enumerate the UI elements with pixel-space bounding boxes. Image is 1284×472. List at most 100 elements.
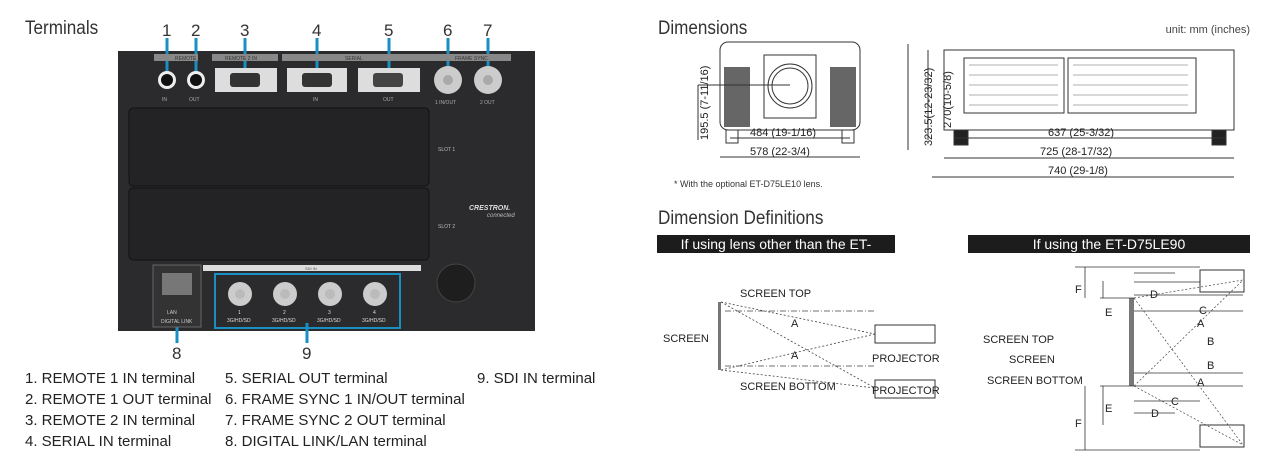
callout-9: 9: [302, 344, 312, 363]
sdi-format: 3G/HD/SD: [227, 318, 251, 324]
terminal-panel-photo: REMOTE REMOTE 2 IN SERIAL FRAME SYNC IN …: [118, 38, 535, 343]
terminals-title: Terminals: [25, 18, 99, 39]
label-e: E: [1105, 307, 1112, 319]
legend-item: 5. SERIAL OUT terminal: [225, 370, 388, 387]
callout-3: 3: [240, 21, 250, 40]
front-height: 195.5 (7-11/16): [699, 66, 711, 140]
label-screen-top: SCREEN TOP: [740, 288, 811, 300]
definitions-title: Dimension Definitions: [658, 208, 824, 229]
lan-port[interactable]: [162, 273, 192, 295]
legend-item: 1. REMOTE 1 IN terminal: [25, 370, 196, 387]
label-screen-bottom: SCREEN BOTTOM: [740, 381, 836, 393]
label-a: A: [1197, 318, 1205, 330]
sdi-num: 4: [373, 310, 376, 316]
label-screen-bottom: SCREEN BOTTOM: [987, 375, 1083, 387]
label-remote2: REMOTE 2 IN: [225, 56, 257, 62]
sdi-num: 1: [238, 310, 241, 316]
legend-item: 7. FRAME SYNC 2 OUT terminal: [225, 412, 446, 429]
security-lock-slot: [436, 263, 476, 303]
frame-sync-2-port[interactable]: [474, 66, 502, 94]
label-b: B: [1207, 360, 1214, 372]
legend-item: 2. REMOTE 1 OUT terminal: [25, 391, 212, 408]
front-width: 578 (22-3/4): [750, 146, 810, 158]
label-frame-sync: FRAME SYNC: [455, 56, 488, 62]
left-header: If using lens other than the ET-D75LE90: [657, 235, 895, 270]
label-screen: SCREEN: [1009, 354, 1055, 366]
sdi-format: 3G/HD/SD: [362, 318, 386, 324]
label-slot1: SLOT 1: [438, 147, 455, 153]
crestron-sub: connected: [487, 213, 515, 219]
callout-8: 8: [172, 344, 182, 363]
callout-6: 6: [443, 21, 453, 40]
remote-1-in-port[interactable]: [158, 71, 176, 89]
label-f: F: [1075, 284, 1082, 296]
label-d: D: [1151, 408, 1159, 420]
side-len-725: 725 (28-17/32): [1040, 146, 1112, 158]
sdi-num: 2: [283, 310, 286, 316]
legend-item: 3. REMOTE 2 IN terminal: [25, 412, 196, 429]
label-remote: REMOTE: [175, 56, 197, 62]
sdi-format: 3G/HD/SD: [272, 318, 296, 324]
callout-5: 5: [384, 21, 394, 40]
dimensions-title: Dimensions: [658, 18, 748, 39]
remote-1-out-port[interactable]: [187, 71, 205, 89]
crestron-logo: CRESTRON.: [469, 205, 510, 212]
side-len-637: 637 (25-3/32): [1048, 127, 1114, 139]
legend-item: 6. FRAME SYNC 1 IN/OUT terminal: [225, 391, 465, 408]
side-height-body: 270(10-5/8): [942, 71, 954, 128]
legend-item: 8. DIGITAL LINK/LAN terminal: [225, 433, 427, 450]
label-b: B: [1207, 336, 1214, 348]
sdi-port-1[interactable]: [228, 282, 252, 306]
label-serial: SERIAL: [345, 56, 363, 62]
left-diagram: SCREEN TOP SCREEN SCREEN BOTTOM PROJECTO…: [663, 288, 940, 399]
remote-2-in-port[interactable]: [215, 68, 277, 92]
label-fs2: 2 OUT: [480, 100, 495, 106]
label-serial-in: IN: [313, 97, 318, 103]
callout-2: 2: [191, 21, 201, 40]
front-width-inner: 484 (19-1/16): [750, 127, 816, 139]
serial-out-port[interactable]: [358, 68, 420, 92]
sdi-port-4[interactable]: [363, 282, 387, 306]
unit-label: unit: mm (inches): [1165, 24, 1250, 36]
serial-in-port[interactable]: [287, 68, 347, 92]
label-c: C: [1171, 396, 1179, 408]
label-c: C: [1199, 305, 1207, 317]
sdi-highlight: [214, 273, 401, 329]
legend-item: 9. SDI IN terminal: [477, 370, 596, 387]
label-d: D: [1150, 289, 1158, 301]
label-sdi-in: SDI IN: [305, 266, 317, 271]
slot-2-cover: [128, 187, 430, 261]
callout-1: 1: [162, 21, 172, 40]
label-serial-out: OUT: [383, 97, 394, 103]
dimension-drawings: 195.5 (7-11/16) 484 (19-1/16) 578 (22-3/…: [674, 41, 1235, 189]
label-digital-link: DIGITAL LINK: [161, 319, 193, 325]
label-fs1: 1 IN/OUT: [435, 100, 456, 106]
label-f: F: [1075, 418, 1082, 430]
label-a: A: [791, 350, 799, 362]
sdi-num: 3: [328, 310, 331, 316]
right-header: If using the ET-D75LE90: [968, 235, 1250, 253]
slot-1-cover: [128, 107, 430, 187]
label-screen-top: SCREEN TOP: [983, 334, 1054, 346]
label-screen: SCREEN: [663, 333, 709, 345]
label-a: A: [1197, 377, 1205, 389]
label-out: OUT: [189, 97, 200, 103]
side-height-total: 323.5(12-23/32): [923, 68, 935, 146]
label-in: IN: [162, 97, 167, 103]
label-projector: PROJECTOR: [872, 353, 940, 365]
label-projector: PROJECTOR: [872, 385, 940, 397]
sdi-port-2[interactable]: [273, 282, 297, 306]
frame-sync-1-port[interactable]: [434, 66, 462, 94]
sdi-port-3[interactable]: [318, 282, 342, 306]
label-e: E: [1105, 403, 1112, 415]
side-len-740: 740 (29-1/8): [1048, 165, 1108, 177]
callout-7: 7: [483, 21, 493, 40]
legend-item: 4. SERIAL IN terminal: [25, 433, 172, 450]
sdi-format: 3G/HD/SD: [317, 318, 341, 324]
label-lan: LAN: [167, 310, 177, 316]
lens-note: * With the optional ET-D75LE10 lens.: [674, 179, 823, 189]
right-diagram: SCREEN TOP SCREEN SCREEN BOTTOM A A B B …: [983, 266, 1245, 451]
label-a: A: [791, 318, 799, 330]
label-slot2: SLOT 2: [438, 224, 455, 230]
callout-4: 4: [312, 21, 322, 40]
